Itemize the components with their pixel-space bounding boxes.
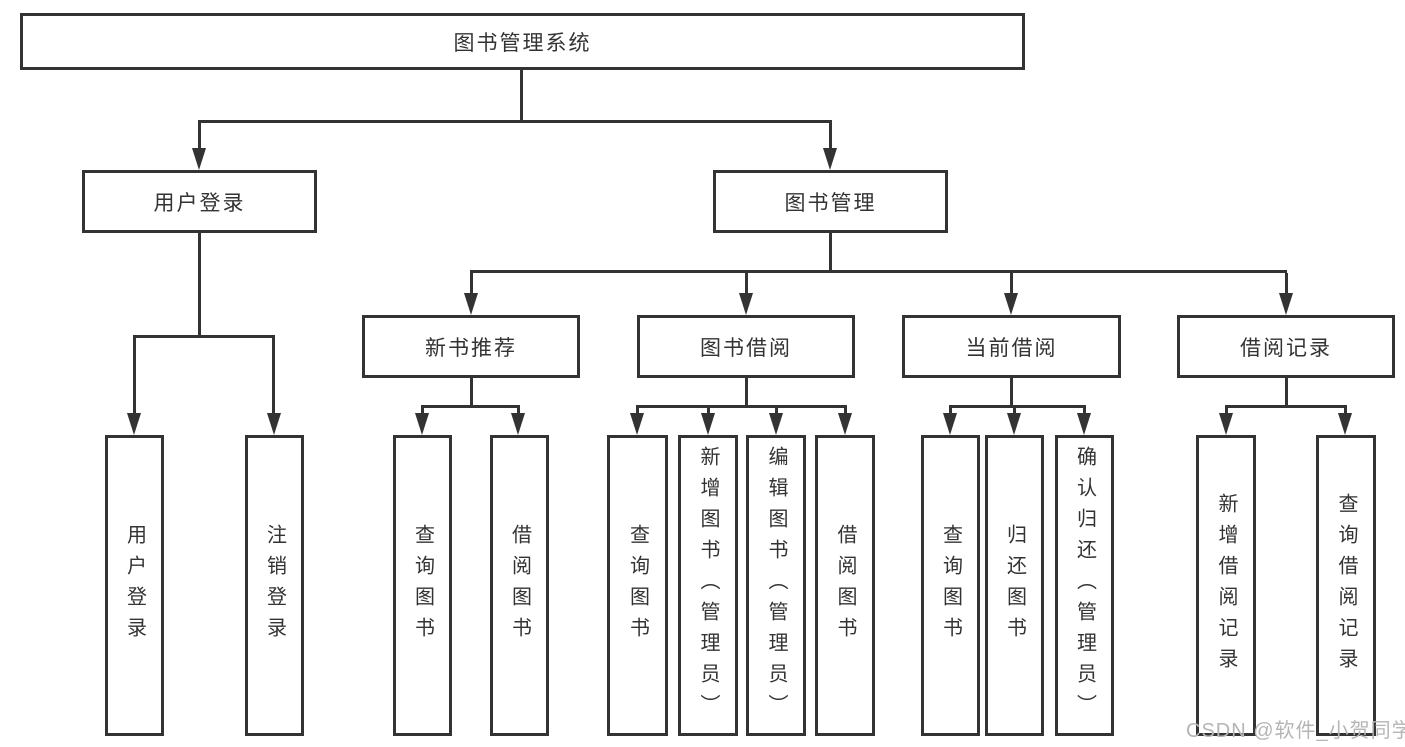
node-root: 图书管理系统 — [20, 13, 1025, 70]
leaf-query-books-borrow: 查询图书 — [607, 435, 668, 736]
leaf-label: 编辑图书（管理员） — [765, 446, 787, 725]
leaf-label: 用户登录 — [123, 523, 146, 648]
arrowhead-leaf — [127, 413, 141, 435]
connector-level1-hline — [198, 120, 832, 123]
node-borrow-records-label: 借阅记录 — [1240, 336, 1332, 360]
arrowhead-leaf — [415, 413, 429, 435]
leaf-label: 查询图书 — [411, 523, 434, 648]
connector-user-login-stem — [198, 233, 201, 335]
connector-book-mgmt-dropline — [829, 123, 832, 149]
connector-level2-dropline — [1285, 273, 1288, 293]
leaf-confirm-return-admin: 确认归还（管理员） — [1055, 435, 1114, 736]
connector-level2-dropline — [470, 273, 473, 293]
connector-leaf-dropline — [1225, 408, 1228, 415]
connector-book-mgmt-stem — [829, 233, 832, 270]
leaf-label: 借阅图书 — [834, 523, 856, 648]
connector-borrow-records-stem — [1285, 378, 1288, 405]
arrowhead-leaf — [838, 413, 852, 435]
arrowhead-leaf — [1007, 413, 1021, 435]
leaf-label: 查询借阅记录 — [1335, 492, 1357, 679]
connector-leaf-dropline — [949, 408, 952, 415]
leaf-label: 查询图书 — [939, 523, 962, 648]
connector-new-book-hline — [421, 405, 520, 408]
connector-book-borrow-stem — [745, 378, 748, 405]
connector-leaf-dropline — [421, 408, 424, 415]
leaf-query-books-current: 查询图书 — [921, 435, 980, 736]
connector-book-borrow-hline — [636, 405, 847, 408]
connector-level2-hline — [470, 270, 1287, 273]
node-user-login: 用户登录 — [82, 170, 317, 233]
connector-leaf-dropline — [133, 338, 136, 415]
node-book-management: 图书管理 — [713, 170, 948, 233]
arrowhead-book-borrow — [739, 293, 753, 315]
arrowhead-user-login — [192, 148, 206, 170]
connector-current-borrow-stem — [1010, 378, 1013, 405]
leaf-add-borrow-record: 新增借阅记录 — [1196, 435, 1256, 736]
connector-leaf-dropline — [707, 408, 710, 415]
connector-leaf-dropline — [775, 408, 778, 415]
connector-user-login-hline — [133, 335, 275, 338]
connector-new-book-stem — [470, 378, 473, 405]
arrowhead-leaf — [630, 413, 644, 435]
node-borrow-records: 借阅记录 — [1177, 315, 1395, 378]
arrowhead-leaf — [943, 413, 957, 435]
node-user-login-label: 用户登录 — [153, 191, 246, 215]
connector-level2-dropline — [745, 273, 748, 293]
node-new-book-recommend: 新书推荐 — [362, 315, 580, 378]
leaf-edit-books-admin: 编辑图书（管理员） — [746, 435, 806, 736]
node-book-borrow: 图书借阅 — [637, 315, 855, 378]
arrowhead-borrow-records — [1279, 293, 1293, 315]
connector-leaf-dropline — [517, 408, 520, 415]
leaf-label: 注销登录 — [263, 523, 286, 648]
leaf-label: 借阅图书 — [508, 523, 531, 648]
csdn-watermark: CSDN @软件_小贺同学 — [1186, 720, 1405, 742]
arrowhead-new-book — [464, 293, 478, 315]
node-book-management-label: 图书管理 — [784, 191, 877, 215]
leaf-query-books-recommend: 查询图书 — [393, 435, 452, 736]
connector-leaf-dropline — [844, 408, 847, 415]
arrowhead-leaf — [769, 413, 783, 435]
leaf-add-books-admin: 新增图书（管理员） — [678, 435, 738, 736]
node-book-borrow-label: 图书借阅 — [700, 336, 792, 360]
leaf-user-login: 用户登录 — [105, 435, 164, 736]
connector-user-login-dropline — [198, 123, 201, 149]
arrowhead-leaf — [701, 413, 715, 435]
leaf-borrow-books: 借阅图书 — [815, 435, 875, 736]
leaf-label: 归还图书 — [1003, 523, 1026, 648]
connector-level2-dropline — [1010, 273, 1013, 293]
leaf-query-borrow-record: 查询借阅记录 — [1316, 435, 1376, 736]
arrowhead-current-borrow — [1004, 293, 1018, 315]
leaf-logout: 注销登录 — [245, 435, 304, 736]
node-current-borrow-label: 当前借阅 — [965, 336, 1058, 360]
connector-borrow-records-hline — [1225, 405, 1347, 408]
arrowhead-leaf — [267, 413, 281, 435]
node-new-book-recommend-label: 新书推荐 — [425, 336, 517, 360]
arrowhead-book-mgmt — [823, 148, 837, 170]
arrowhead-leaf — [1077, 413, 1091, 435]
connector-leaf-dropline — [636, 408, 639, 415]
connector-leaf-dropline — [272, 338, 275, 415]
leaf-label: 确认归还（管理员） — [1073, 446, 1096, 725]
leaf-label: 新增图书（管理员） — [697, 446, 719, 725]
leaf-label: 新增借阅记录 — [1215, 492, 1237, 679]
leaf-borrow-books-recommend: 借阅图书 — [490, 435, 549, 736]
node-root-label: 图书管理系统 — [453, 31, 592, 55]
leaf-label: 查询图书 — [626, 523, 649, 648]
connector-root-stem — [520, 68, 523, 120]
connector-leaf-dropline — [1083, 408, 1086, 415]
arrowhead-leaf — [511, 413, 525, 435]
node-current-borrow: 当前借阅 — [902, 315, 1121, 378]
connector-leaf-dropline — [1344, 408, 1347, 415]
connector-current-borrow-hline — [949, 405, 1086, 408]
leaf-return-books: 归还图书 — [985, 435, 1044, 736]
arrowhead-leaf — [1219, 413, 1233, 435]
connector-leaf-dropline — [1013, 408, 1016, 415]
arrowhead-leaf — [1338, 413, 1352, 435]
